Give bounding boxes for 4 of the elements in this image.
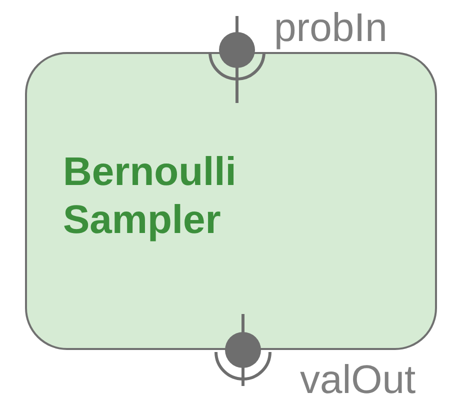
component-title: Bernoulli Sampler — [63, 149, 238, 244]
port-label: probIn — [274, 6, 388, 50]
component-box — [25, 52, 437, 350]
port-label: valOut — [300, 358, 416, 401]
